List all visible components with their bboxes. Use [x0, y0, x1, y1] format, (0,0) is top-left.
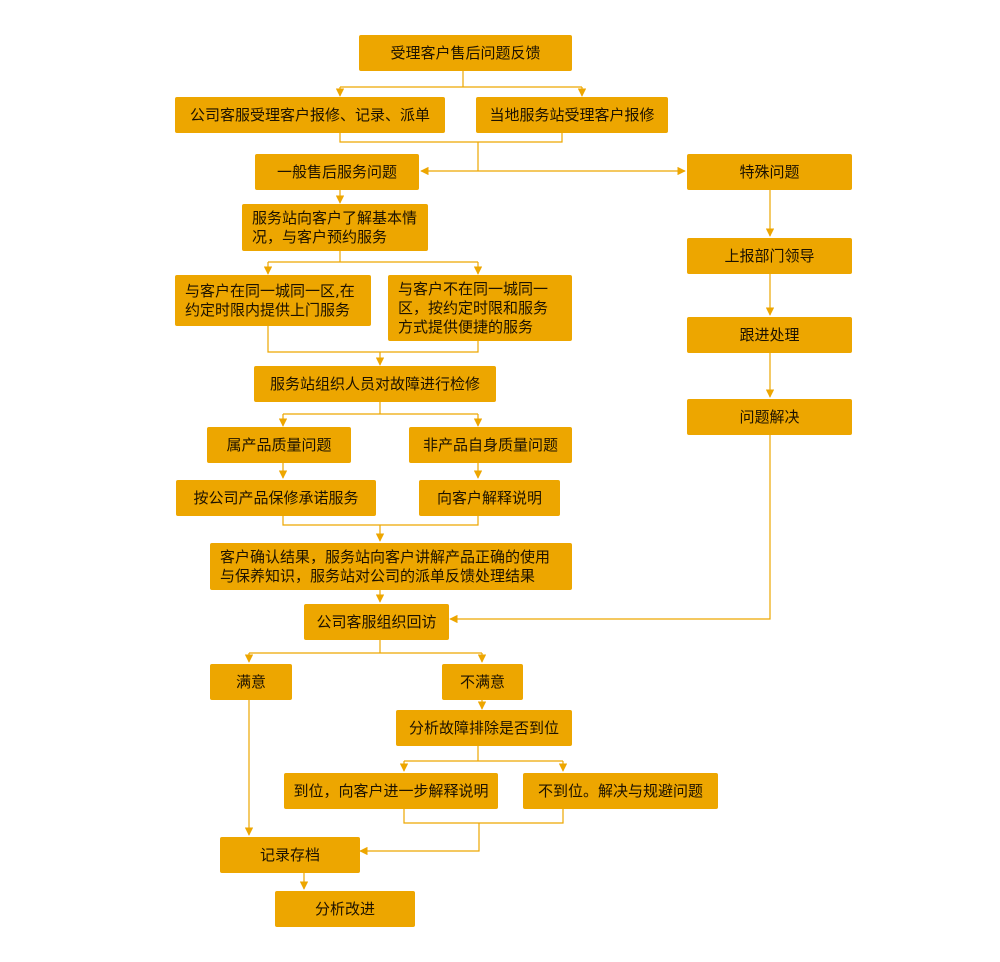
connector: [340, 71, 582, 88]
node-local-station: 当地服务站受理客户报修: [476, 97, 668, 133]
node-explain: 向客户解释说明: [419, 480, 560, 516]
node-receive-feedback: 受理客户售后问题反馈: [359, 35, 572, 71]
node-analyze-fault: 分析故障排除是否到位: [396, 710, 572, 746]
node-unsatisfied: 不满意: [442, 664, 523, 700]
node-diff-city: 与客户不在同一城同一区，按约定时限和服务方式提供便捷的服务: [388, 275, 572, 341]
node-organize-repair: 服务站组织人员对故障进行检修: [254, 366, 496, 402]
connector: [267, 326, 479, 353]
connector: [339, 133, 563, 143]
connector: [449, 435, 771, 624]
node-follow-up: 跟进处理: [687, 317, 852, 353]
connector: [249, 640, 482, 654]
connector: [283, 402, 478, 415]
node-same-city: 与客户在同一城同一区,在约定时限内提供上门服务: [175, 275, 371, 326]
node-general-issue: 一般售后服务问题: [255, 154, 419, 190]
node-learn-situation: 服务站向客户了解基本情况，与客户预约服务: [242, 204, 428, 251]
node-improve: 分析改进: [275, 891, 415, 927]
node-not-in-place: 不到位。解决与规避问题: [523, 773, 718, 809]
connector: [403, 809, 564, 824]
node-non-quality-issue: 非产品自身质量问题: [409, 427, 572, 463]
node-report-leader: 上报部门领导: [687, 238, 852, 274]
node-solved: 问题解决: [687, 399, 852, 435]
connector: [282, 516, 479, 526]
node-confirm-result: 客户确认结果，服务站向客户讲解产品正确的使用与保养知识，服务站对公司的派单反馈处…: [210, 543, 572, 590]
node-warranty-service: 按公司产品保修承诺服务: [176, 480, 376, 516]
node-archive: 记录存档: [220, 837, 360, 873]
connector: [268, 251, 478, 263]
node-quality-issue: 属产品质量问题: [207, 427, 351, 463]
node-satisfied: 满意: [210, 664, 292, 700]
node-company-service: 公司客服受理客户报修、记录、派单: [175, 97, 445, 133]
node-revisit: 公司客服组织回访: [304, 604, 449, 640]
connector: [359, 823, 480, 856]
node-in-place: 到位，向客户进一步解释说明: [284, 773, 498, 809]
node-special-issue: 特殊问题: [687, 154, 852, 190]
connector: [404, 746, 563, 762]
